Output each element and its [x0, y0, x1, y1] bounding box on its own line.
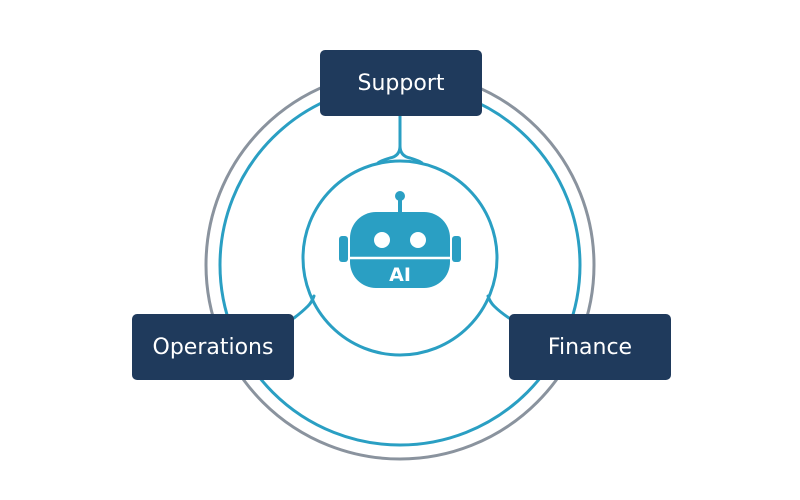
robot-icon: AI	[339, 191, 461, 288]
node-operations: Operations	[132, 314, 294, 380]
connector-operations	[292, 294, 316, 320]
node-finance: Finance	[509, 314, 671, 380]
connector-finance	[486, 294, 511, 320]
connector-support	[376, 114, 424, 165]
node-support-label: Support	[357, 70, 445, 96]
node-support: Support	[320, 50, 482, 116]
node-finance-label: Finance	[547, 334, 633, 360]
node-operations-label: Operations	[152, 334, 274, 360]
robot-label: AI	[389, 264, 411, 286]
